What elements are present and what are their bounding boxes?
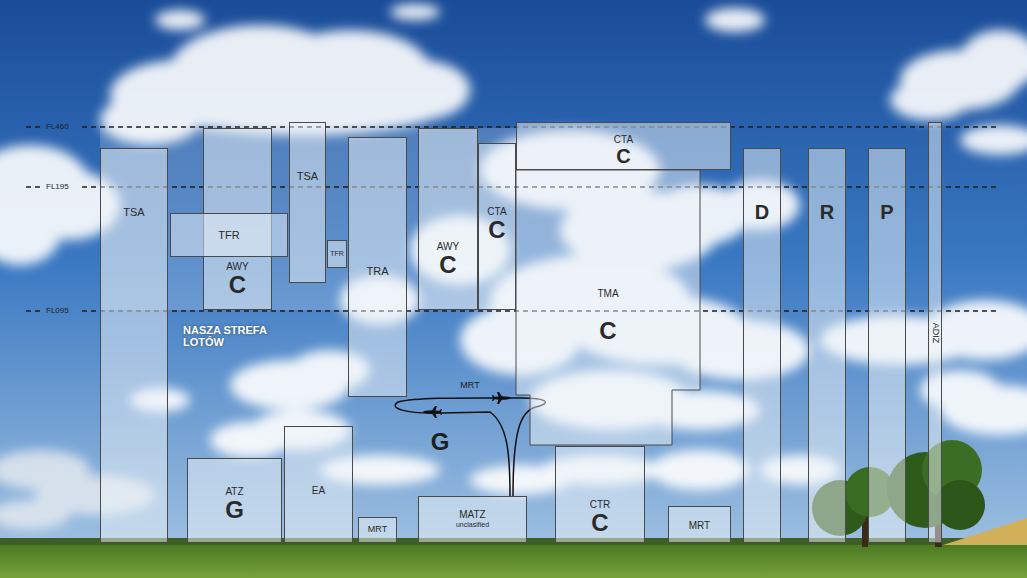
zone-name: TFR	[218, 229, 239, 241]
flight-level: FL195	[46, 183, 69, 192]
mrt-zone: MRT	[668, 506, 731, 543]
zone-name: CTA	[487, 206, 506, 217]
zone-name: EA	[312, 485, 325, 496]
flight-level: FL095	[46, 307, 69, 316]
label-group: R	[809, 201, 845, 223]
matz-zone: MATZunclasified	[418, 496, 527, 543]
tfr-zone: TFR	[327, 240, 347, 268]
zone-name: MRT	[689, 519, 710, 530]
label-group: AWYC	[419, 241, 477, 278]
label-group: TMA C	[516, 288, 700, 344]
flight-level-lines	[26, 127, 1000, 311]
zone-name: MRT	[368, 525, 387, 535]
danger-area: D	[743, 148, 781, 543]
flight-path	[395, 398, 545, 496]
zone-class: G	[225, 497, 244, 523]
ea-zone: EA	[284, 426, 353, 543]
zone-name: TMA	[597, 288, 618, 299]
airway-zone: AWYC	[418, 128, 478, 310]
label-group: MRT	[669, 519, 730, 530]
zone-name: TSA	[297, 170, 318, 182]
zone-class: C	[439, 252, 456, 278]
label-group: ATZG	[188, 486, 281, 523]
tsa-zone: TSA	[100, 148, 168, 543]
label-group: CTRC	[556, 499, 644, 536]
zone-name: ADIZ	[930, 322, 940, 343]
zone-name: TFR	[330, 250, 344, 258]
prohibited-area: P	[868, 148, 906, 543]
zone-name: CTR	[590, 499, 611, 510]
mrt-zone: MRT	[358, 517, 397, 543]
adiz-zone: ADIZ	[928, 122, 942, 543]
label-group: CTAC	[517, 134, 730, 167]
zone-caption: NASZA STREFA LOTÓW	[183, 324, 283, 348]
tsa-zone: TSA	[289, 122, 326, 283]
aircraft-icons	[423, 392, 511, 418]
label-group: MRT	[359, 525, 396, 535]
zone-class: C	[616, 145, 630, 167]
zone-class: C	[488, 217, 505, 243]
zone-name: AWY	[437, 241, 459, 252]
airspace-class: G	[431, 429, 450, 455]
label-group: EA	[285, 485, 352, 496]
tma-zone: TMA C	[516, 170, 700, 445]
zone-name: AWY	[226, 261, 248, 272]
zone-name: TSA	[123, 206, 144, 218]
cta-zone: CTAC	[478, 143, 516, 310]
ctr-zone: CTRC	[555, 446, 645, 543]
meadow	[0, 545, 1027, 578]
label-group: D	[744, 201, 780, 223]
restricted-area: R	[808, 148, 846, 543]
label-group: TSA	[290, 170, 325, 182]
zone-class: C	[599, 318, 616, 344]
tra-zone: TRA	[348, 137, 407, 397]
zone-class: unclasified	[456, 521, 489, 529]
zone-class: C	[229, 272, 246, 298]
zone-name: MATZ	[459, 509, 485, 520]
label-group: TFR	[328, 250, 346, 258]
atz-zone: ATZG	[187, 458, 282, 543]
label-group: ADIZ	[929, 328, 941, 338]
tma-shape	[516, 170, 700, 445]
tma-outline	[516, 170, 700, 445]
route-label: MRT	[460, 381, 479, 391]
flight-level: FL460	[46, 123, 69, 132]
zone-class: C	[591, 510, 608, 536]
zone-name: CTA	[614, 134, 633, 145]
label-group: TFR	[171, 229, 287, 241]
tfr-zone: TFR	[170, 213, 288, 257]
label-group: AWYC	[204, 261, 271, 298]
label-group: TRA	[349, 265, 406, 277]
zone-name: TRA	[367, 265, 389, 277]
zone-name: ATZ	[225, 486, 243, 497]
label-group: MATZunclasified	[419, 509, 526, 529]
zone-name: D	[755, 201, 769, 223]
label-group: CTAC	[479, 206, 515, 243]
cta-zone: CTAC	[516, 122, 731, 170]
label-group: P	[869, 201, 905, 223]
zone-name: R	[820, 201, 834, 223]
label-group: TSA	[101, 206, 167, 218]
zone-name: P	[880, 201, 893, 223]
